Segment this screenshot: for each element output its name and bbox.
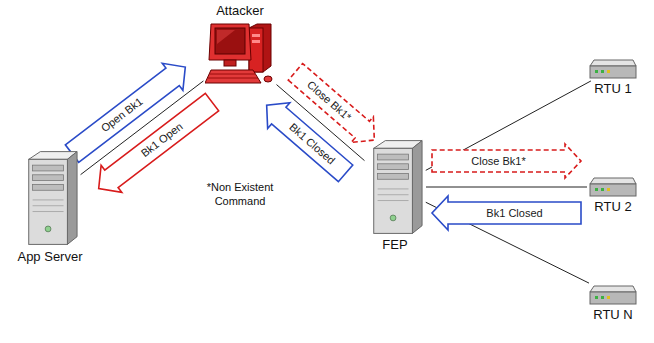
message-arrow	[432, 196, 581, 230]
server-icon	[21, 148, 79, 248]
device-node: FEP	[355, 138, 435, 254]
message-arrow	[99, 93, 219, 192]
arrow-label: Close Bk1*	[471, 155, 525, 168]
device-label: RTU N	[591, 306, 634, 324]
server-symbol	[374, 141, 422, 234]
message-arrow	[432, 144, 581, 178]
pc-icon	[205, 20, 275, 86]
device-node: RTU N	[578, 284, 648, 324]
note-text: *Non Existent Command	[192, 180, 288, 208]
link-line	[426, 187, 587, 188]
device-label: RTU 2	[592, 198, 633, 216]
device-node: RTU 1	[578, 58, 648, 98]
rtu-symbol	[590, 60, 636, 78]
server-symbol	[29, 152, 77, 245]
pc-symbol	[205, 24, 272, 83]
rtu-icon	[589, 284, 637, 306]
device-node: RTU 2	[578, 176, 648, 216]
device-label: RTU 1	[592, 80, 633, 98]
device-label: FEP	[380, 236, 409, 254]
server-icon	[366, 138, 424, 236]
device-label: App Server	[15, 248, 84, 266]
device-node: App Server	[0, 148, 100, 266]
rtu-icon	[589, 58, 637, 80]
arrow-label: Bk1 Closed	[486, 207, 542, 220]
rtu-icon	[589, 176, 637, 198]
rtu-symbol	[590, 178, 636, 196]
device-node: Attacker	[195, 2, 285, 86]
rtu-symbol	[590, 286, 636, 304]
device-label: Attacker	[214, 2, 266, 20]
